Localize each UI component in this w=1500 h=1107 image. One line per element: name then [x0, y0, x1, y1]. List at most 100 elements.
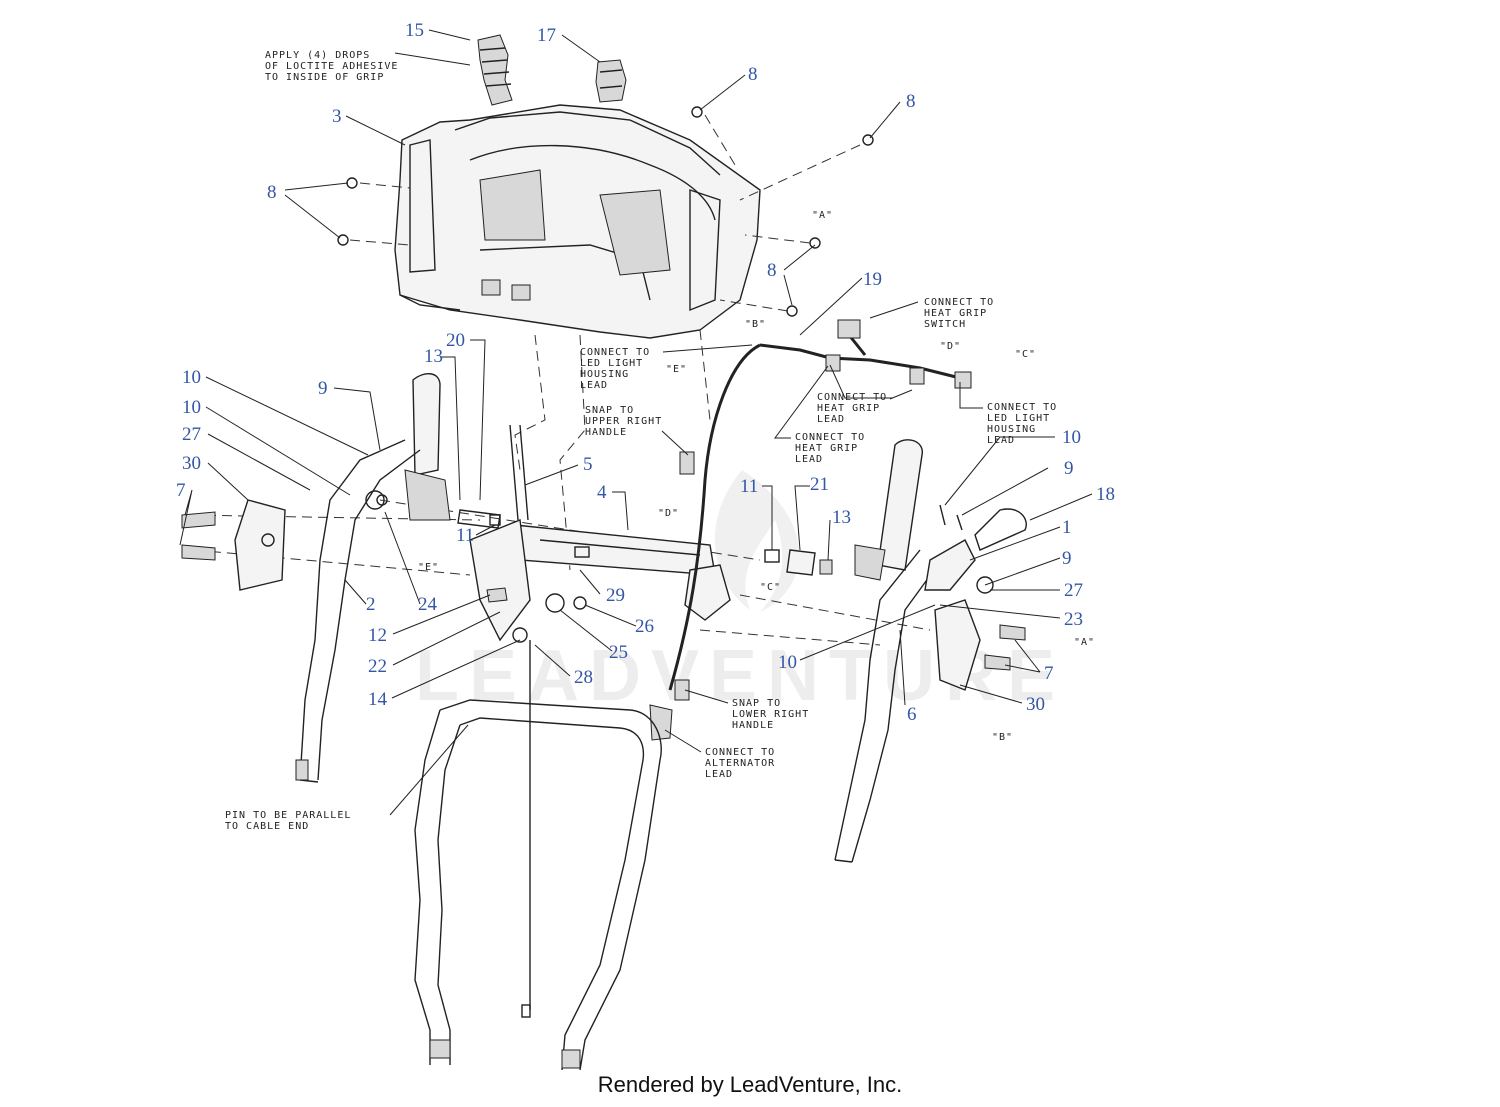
- callout-22: 22: [368, 656, 387, 677]
- callout-9: 9: [1062, 548, 1072, 569]
- callout-8: 8: [767, 260, 777, 281]
- svg-text:HOUSING: HOUSING: [987, 424, 1036, 435]
- ref-b: "B": [745, 319, 766, 330]
- callout-13: 13: [832, 507, 851, 528]
- svg-text:HEAT GRIP: HEAT GRIP: [817, 403, 880, 414]
- svg-text:HEAT GRIP: HEAT GRIP: [795, 443, 858, 454]
- svg-text:CONNECT TO: CONNECT TO: [705, 747, 775, 758]
- svg-text:UPPER RIGHT: UPPER RIGHT: [585, 416, 662, 427]
- callout-10: 10: [778, 652, 797, 673]
- callout-8: 8: [748, 64, 758, 85]
- svg-text:LEAD: LEAD: [795, 454, 823, 465]
- note-snap-upper-right-handle: SNAP TO UPPER RIGHT HANDLE: [585, 405, 662, 438]
- callout-8: 8: [267, 182, 277, 203]
- svg-text:APPLY (4) DROPS: APPLY (4) DROPS: [265, 50, 370, 61]
- note-heat-grip-lead-1: CONNECT TO HEAT GRIP LEAD: [817, 392, 887, 425]
- ref-e: "E": [418, 562, 439, 573]
- svg-text:CONNECT TO: CONNECT TO: [987, 402, 1057, 413]
- callout-2: 2: [366, 594, 376, 615]
- lower-handle-frame: [414, 699, 662, 1071]
- ref-b: "B": [992, 732, 1013, 743]
- svg-text:LED LIGHT: LED LIGHT: [987, 413, 1050, 424]
- callout-26: 26: [635, 616, 654, 637]
- note-heat-grip-lead-2: CONNECT TO HEAT GRIP LEAD: [795, 432, 865, 465]
- svg-text:SNAP TO: SNAP TO: [732, 698, 781, 709]
- ref-a: "A": [1074, 637, 1095, 648]
- console-housing: [394, 104, 761, 339]
- callout-6: 6: [907, 704, 917, 725]
- svg-text:LED LIGHT: LED LIGHT: [580, 358, 643, 369]
- right-upper-handle: [834, 439, 1027, 863]
- control-cable: [521, 640, 531, 1018]
- ref-e: "E": [666, 364, 687, 375]
- svg-text:LEAD: LEAD: [817, 414, 845, 425]
- callout-20: 20: [446, 330, 465, 351]
- callout-14: 14: [368, 689, 388, 710]
- callout-12: 12: [368, 625, 387, 646]
- callout-28: 28: [574, 667, 593, 688]
- callout-7: 7: [176, 480, 186, 501]
- svg-text:PIN TO BE PARALLEL: PIN TO BE PARALLEL: [225, 810, 351, 821]
- left-upper-handle: [295, 373, 451, 783]
- callout-23: 23: [1064, 609, 1083, 630]
- control-panel-bar: [469, 424, 731, 643]
- reference-letters: "A" "B" "D" "C" "E" "D" "E" "C" "A" "B": [418, 210, 1095, 743]
- callout-3: 3: [332, 106, 342, 127]
- svg-text:HEAT GRIP: HEAT GRIP: [924, 308, 987, 319]
- svg-text:SWITCH: SWITCH: [924, 319, 966, 330]
- callout-10: 10: [182, 397, 201, 418]
- callout-30: 30: [182, 453, 201, 474]
- svg-text:ALTERNATOR: ALTERNATOR: [705, 758, 775, 769]
- callout-4: 4: [597, 482, 607, 503]
- note-alternator-lead: CONNECT TO ALTERNATOR LEAD: [705, 747, 775, 780]
- svg-text:OF LOCTITE ADHESIVE: OF LOCTITE ADHESIVE: [265, 61, 398, 72]
- callout-27: 27: [1064, 580, 1083, 601]
- svg-text:SNAP TO: SNAP TO: [585, 405, 634, 416]
- svg-text:LEAD: LEAD: [580, 380, 608, 391]
- footer-credit: Rendered by LeadVenture, Inc.: [598, 1072, 903, 1097]
- callout-25: 25: [609, 642, 628, 663]
- svg-text:TO INSIDE OF GRIP: TO INSIDE OF GRIP: [265, 72, 384, 83]
- callout-17: 17: [537, 25, 556, 46]
- callout-11: 11: [456, 525, 474, 546]
- leader-lines: [179, 29, 1093, 816]
- note-heat-grip-switch: CONNECT TO HEAT GRIP SWITCH: [924, 297, 994, 330]
- callout-9: 9: [318, 378, 328, 399]
- callout-30: 30: [1026, 694, 1045, 715]
- note-loctite: APPLY (4) DROPS OF LOCTITE ADHESIVE TO I…: [265, 50, 398, 83]
- svg-text:LEAD: LEAD: [705, 769, 733, 780]
- svg-text:CONNECT TO: CONNECT TO: [795, 432, 865, 443]
- svg-text:LEAD: LEAD: [987, 435, 1015, 446]
- note-led-housing-right: CONNECT TO LED LIGHT HOUSING LEAD: [987, 402, 1057, 446]
- note-pin-parallel: PIN TO BE PARALLEL TO CABLE END: [225, 810, 351, 832]
- callout-13: 13: [424, 346, 443, 367]
- callout-29: 29: [606, 585, 625, 606]
- callout-1: 1: [1062, 517, 1072, 538]
- ref-c: "C": [1015, 349, 1036, 360]
- wire-harness: [649, 319, 972, 741]
- note-snap-lower-right-handle: SNAP TO LOWER RIGHT HANDLE: [732, 698, 809, 731]
- ref-d: "D": [940, 341, 961, 352]
- ref-d: "D": [658, 508, 679, 519]
- svg-text:CONNECT TO: CONNECT TO: [924, 297, 994, 308]
- ref-c: "C": [760, 582, 781, 593]
- assembly-notes: APPLY (4) DROPS OF LOCTITE ADHESIVE TO I…: [225, 50, 1057, 832]
- svg-text:CONNECT TO: CONNECT TO: [580, 347, 650, 358]
- callout-11: 11: [740, 476, 758, 497]
- callout-18: 18: [1096, 484, 1115, 505]
- center-bushings: [457, 509, 833, 576]
- callout-10: 10: [182, 367, 201, 388]
- svg-text:HANDLE: HANDLE: [585, 427, 627, 438]
- callout-24: 24: [418, 594, 438, 615]
- left-handle-bracket: [181, 499, 286, 591]
- callout-9: 9: [1064, 458, 1074, 479]
- note-led-housing-left: CONNECT TO LED LIGHT HOUSING LEAD: [580, 347, 650, 391]
- heated-grip-insert: [477, 34, 513, 106]
- callout-15: 15: [405, 20, 424, 41]
- svg-text:CONNECT TO: CONNECT TO: [817, 392, 887, 403]
- callout-8: 8: [906, 91, 916, 112]
- svg-text:LOWER RIGHT: LOWER RIGHT: [732, 709, 809, 720]
- svg-text:TO CABLE END: TO CABLE END: [225, 821, 309, 832]
